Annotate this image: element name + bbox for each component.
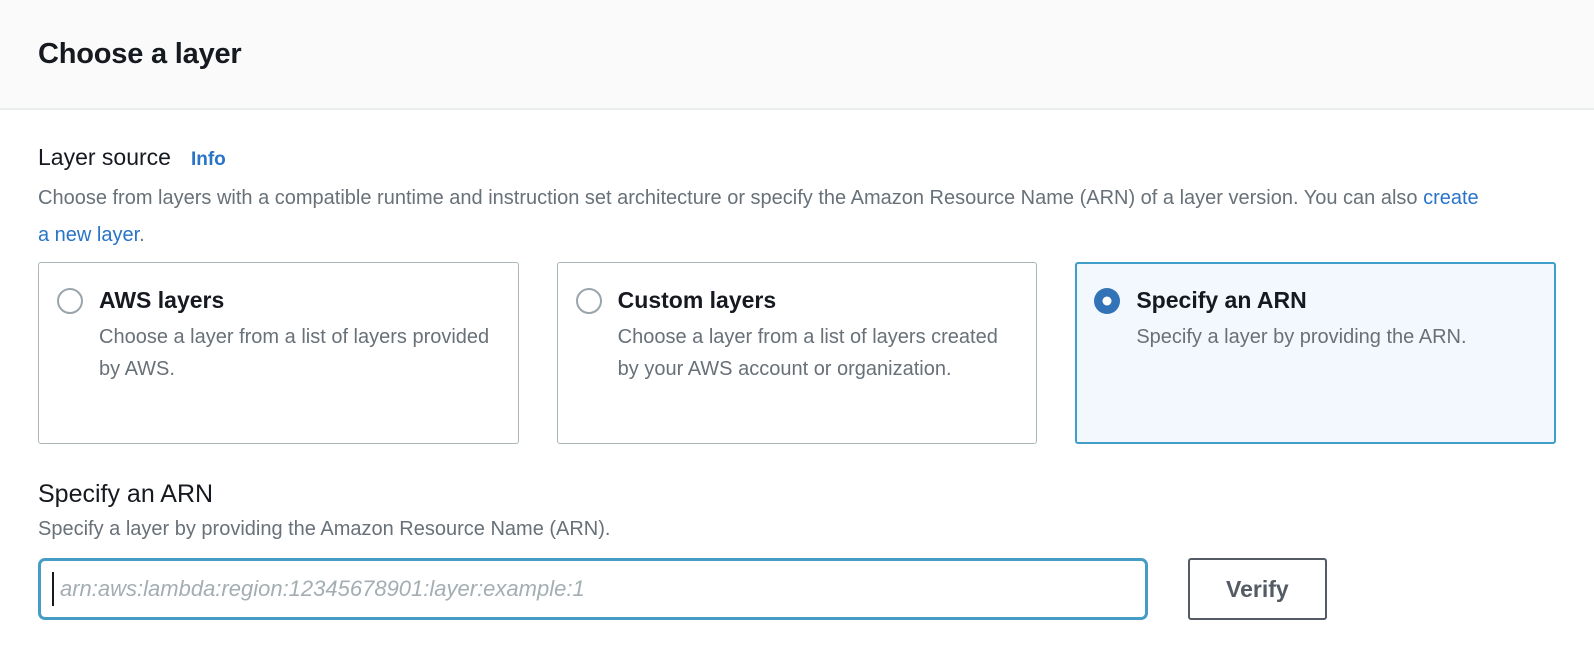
option-title: Custom layers [617,287,777,313]
description-text-before-link: Choose from layers with a compatible run… [38,187,1424,209]
arn-input-row: Verify [38,558,1556,620]
info-link[interactable]: Info [190,149,226,170]
layer-source-description: Choose from layers with a compatible run… [38,180,1486,254]
option-title: Specify an ARN [1136,287,1307,313]
radio-unselected-icon[interactable] [575,288,602,314]
option-description: Specify a layer by providing the ARN. [1136,326,1467,348]
verify-button[interactable]: Verify [1188,558,1327,620]
dialog-header: Choose a layer [0,0,1594,110]
radio-unselected-icon[interactable] [57,288,83,314]
radio-selected-icon[interactable] [1094,288,1121,314]
option-card-aws-layers[interactable]: AWS layers Choose a layer from a list of… [38,262,519,444]
arn-input[interactable] [38,558,1148,620]
dialog-body: Layer source Info Choose from layers wit… [0,110,1594,620]
create-new-layer-link[interactable]: create a new layer [38,187,1479,246]
layer-source-label: Layer source [38,144,171,170]
description-text-after-link: . [139,224,145,246]
option-card-custom-layers[interactable]: Custom layers Choose a layer from a list… [556,262,1038,444]
layer-source-label-row: Layer source Info [38,144,1556,171]
page-title: Choose a layer [38,37,242,70]
arn-input-wrapper [38,558,1148,620]
option-card-specify-arn[interactable]: Specify an ARN Specify a layer by provid… [1075,262,1557,444]
specify-arn-section-title: Specify an ARN [38,480,214,508]
option-title: AWS layers [99,287,225,313]
option-description: Choose a layer from a list of layers pro… [99,326,490,380]
text-cursor [52,572,54,606]
option-description: Choose a layer from a list of layers cre… [617,326,998,380]
specify-arn-section-description: Specify a layer by providing the Amazon … [38,518,611,540]
layer-source-options: AWS layers Choose a layer from a list of… [38,262,1557,444]
